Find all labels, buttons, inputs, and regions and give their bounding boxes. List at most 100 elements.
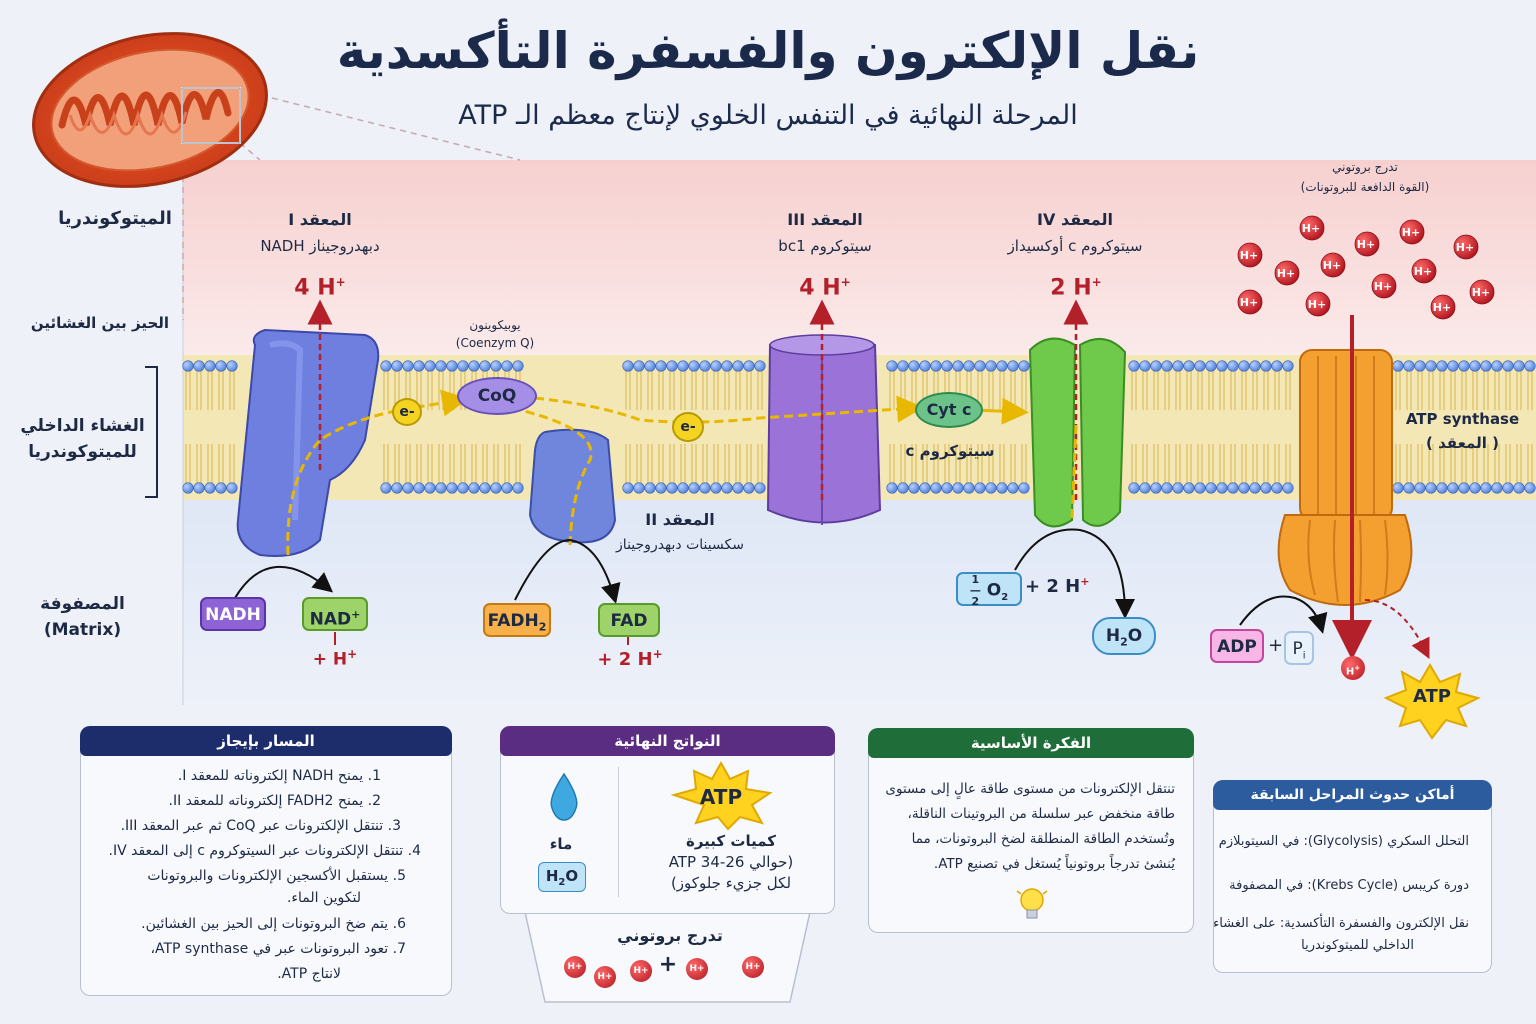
proton-icon-label: H+ <box>1357 238 1375 251</box>
coq-name: يوبيكوينون (Coenzym Q) <box>455 318 535 350</box>
locations-title: أماكن حدوث المراحل السابقة <box>1213 780 1492 810</box>
oxygen-badge: 1—2 O2 <box>956 572 1022 607</box>
key-idea-text: تنتقل الإلكترونات من مستوى طاقة عالٍ إلى… <box>885 781 1175 872</box>
complex-iii-shape <box>766 334 882 525</box>
label-inner-membrane: الغشاء الداخلي للميتوكوندريا <box>20 416 145 462</box>
adp-badge: ADP <box>1210 629 1264 663</box>
proton-icon <box>1411 258 1437 284</box>
atp-product-label: ATP <box>699 785 743 809</box>
lipid-head <box>1480 482 1492 494</box>
summary-step: 3. تنتقل الإلكترونات عبر CoQ ثم عبر المع… <box>120 818 401 834</box>
key-idea-panel: الفكرة الأساسية تنتقل الإلكترونات من مست… <box>868 728 1194 933</box>
lipid-head <box>699 360 711 372</box>
lipid-head <box>391 482 403 494</box>
lipid-head <box>215 360 227 372</box>
proton-icon <box>1274 260 1300 286</box>
lipid-head <box>1392 360 1404 372</box>
lipid-head <box>1513 360 1525 372</box>
summary-step: 7. تعود البروتونات عبر في ATP synthase، <box>150 941 406 957</box>
proton-icon-label: H+ <box>1433 301 1451 314</box>
lipid-head <box>490 482 502 494</box>
lipid-head <box>941 360 953 372</box>
complex-i-shape <box>236 328 380 557</box>
lipid-head <box>1007 360 1019 372</box>
summary-step: لانتاج ATP. <box>277 966 341 982</box>
proton-icon <box>1237 242 1263 268</box>
lipid-head <box>633 482 645 494</box>
nad-badge: NAD+ <box>302 597 368 631</box>
lipid-head <box>446 482 458 494</box>
proton-icon: H+ <box>630 960 652 982</box>
water-badge: H2O <box>1092 617 1156 655</box>
nadh-badge: NADH <box>200 597 266 631</box>
lipid-head <box>226 360 238 372</box>
lipid-head <box>457 360 469 372</box>
lipid-head <box>1172 360 1184 372</box>
cytc-carrier: Cyt c <box>915 392 983 428</box>
atp-star-icon <box>1383 663 1481 740</box>
proton-icon: H+ <box>686 958 708 980</box>
lipid-head <box>1260 360 1272 372</box>
membrane-bilayer <box>182 360 1536 494</box>
lipid-head <box>1260 482 1272 494</box>
lipid-head <box>413 482 425 494</box>
lipid-head <box>1425 482 1437 494</box>
lipid-head <box>468 360 480 372</box>
lipid-head <box>644 482 656 494</box>
label-mitochondria: الميتوكوندريا <box>58 208 172 229</box>
proton-icon-label: H+ <box>1323 259 1341 272</box>
proton-icon <box>1469 279 1495 305</box>
proton-icon <box>1354 231 1380 257</box>
lipid-head <box>1524 482 1536 494</box>
complex-iii-protons: 4 H+ <box>799 275 851 301</box>
lipid-head <box>193 482 205 494</box>
lipid-head <box>1458 482 1470 494</box>
location-krebs: دورة كريبس (Krebs Cycle): في المصفوفة <box>1229 878 1469 893</box>
mitochondrion-icon <box>32 32 268 188</box>
products-panel: النواتج النهائية ماء H2O ATP كميات كبيرة… <box>500 726 835 914</box>
proton-icon-label: H+ <box>1456 241 1474 254</box>
atp-amount: كميات كبيرة (حوالي 26-34 ATP لكل جزيء جل… <box>668 832 794 892</box>
label-matrix: المصفوفة (Matrix) <box>40 594 125 640</box>
lipid-head <box>1469 482 1481 494</box>
lipid-head <box>204 360 216 372</box>
proton-icon-label: H+ <box>1277 267 1295 280</box>
lipid-head <box>996 482 1008 494</box>
key-idea-title: الفكرة الأساسية <box>868 728 1194 758</box>
lipid-head <box>1161 482 1173 494</box>
lipid-head <box>1480 360 1492 372</box>
lipid-head <box>699 482 711 494</box>
products-divider <box>618 767 619 897</box>
lipid-head <box>1238 360 1250 372</box>
lipid-head <box>1128 482 1140 494</box>
proton-icon-label: H+ <box>1240 296 1258 309</box>
location-glycolysis: التحلل السكري (Glycolysis): في السيتوبلا… <box>1218 834 1469 849</box>
proton-icon <box>1430 294 1456 320</box>
complex-iii-label: المعقد III سيتوكروم bc1 <box>778 210 872 255</box>
atp-synthase-shape <box>1277 315 1430 660</box>
atp-star-icon <box>670 761 773 831</box>
proton-icon <box>1371 273 1397 299</box>
lipid-head <box>644 360 656 372</box>
plus-sign: + <box>658 952 678 977</box>
lipid-head <box>501 482 513 494</box>
lipid-head <box>952 482 964 494</box>
lipid-head <box>468 482 480 494</box>
location-etc: نقل الإلكترون والفسفرة التأكسدية: على ال… <box>1213 916 1469 953</box>
lipid-head <box>655 482 667 494</box>
lipid-head <box>1491 482 1503 494</box>
lipid-head <box>908 360 920 372</box>
lipid-head <box>215 482 227 494</box>
summary-step: 5. يستقبل الأكسجين الإلكترونات والبروتون… <box>147 868 406 884</box>
lipid-head <box>182 360 194 372</box>
proton-icon-label: H+ <box>1402 226 1420 239</box>
summary-panel: المسار بإيجاز 1. يمنح NADH إلكتروناته لل… <box>80 726 452 996</box>
water-formula: H2O <box>538 862 586 892</box>
lipid-head <box>435 482 447 494</box>
lipid-head <box>666 360 678 372</box>
gradient-protons-row: H+H+H+H+H+ <box>560 950 780 990</box>
lipid-head <box>1194 360 1206 372</box>
complex-i-protons: 4 H+ <box>294 275 346 301</box>
lipid-head <box>897 360 909 372</box>
